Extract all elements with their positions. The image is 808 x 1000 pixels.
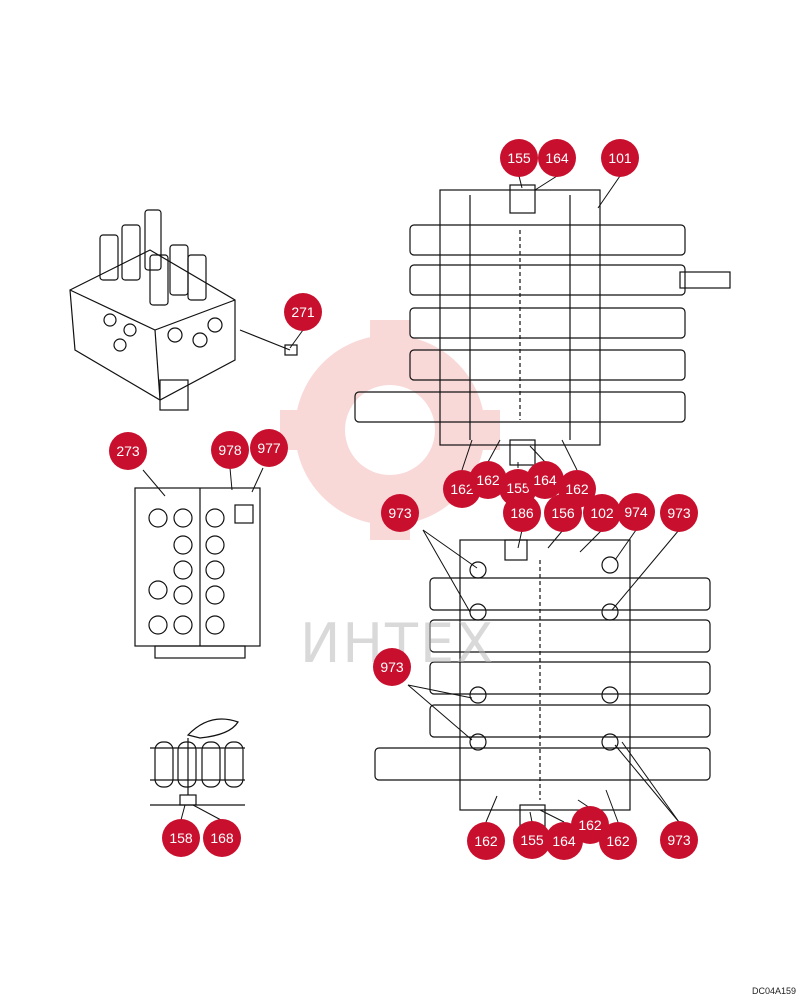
detail-view [150,718,245,806]
callout-973: 973 [660,821,698,859]
callout-162: 162 [599,822,637,860]
main-valve-top-view [354,184,731,466]
callout-156: 156 [544,494,582,532]
main-valve-bottom-view [374,539,711,828]
callout-155: 155 [513,821,551,859]
valve-side-view [134,487,261,659]
callout-974: 974 [617,493,655,531]
callout-164: 164 [538,139,576,177]
watermark-logo [280,320,500,540]
callout-271: 271 [284,293,322,331]
valve-assembly-isometric [69,209,298,411]
callout-158: 158 [162,819,200,857]
callout-168: 168 [203,819,241,857]
callout-102: 102 [583,494,621,532]
callout-101: 101 [601,139,639,177]
callout-186: 186 [503,494,541,532]
callout-273: 273 [109,432,147,470]
callout-155: 155 [500,139,538,177]
callout-164: 164 [526,461,564,499]
callout-977: 977 [250,429,288,467]
callout-162: 162 [467,822,505,860]
drawing-code: DC04A159 [751,986,796,996]
callout-973: 973 [373,648,411,686]
leader-lines [142,175,680,823]
callout-164: 164 [545,822,583,860]
callout-973: 973 [381,494,419,532]
callout-978: 978 [211,431,249,469]
callout-973: 973 [660,494,698,532]
